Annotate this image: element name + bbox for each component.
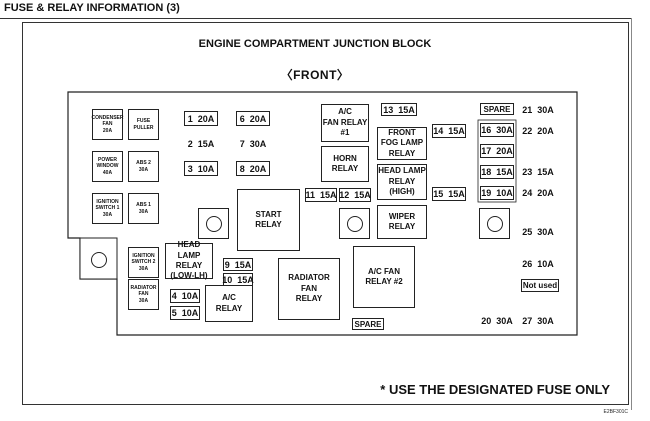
fuse-24: 24 20A: [522, 187, 554, 198]
block-title: ENGINE COMPARTMENT JUNCTION BLOCK: [198, 38, 432, 50]
designated-fuse-note: * USE THE DESIGNATED FUSE ONLY: [380, 382, 610, 397]
fuse-12: 12 15A: [339, 188, 371, 202]
socket-hole: [486, 215, 503, 232]
mounting-hole: [91, 252, 107, 268]
relay-socket: [198, 208, 229, 239]
fuse-10: 10 15A: [222, 273, 254, 286]
fuse-1: 1 20A: [184, 111, 218, 126]
fuse-16: 16 30A: [480, 123, 514, 137]
fuse-17: 17 20A: [480, 144, 514, 158]
fuse-5: 5 10A: [170, 306, 200, 320]
diagram-frame: [22, 22, 629, 405]
fuse-4: 4 10A: [170, 289, 200, 303]
fuse-7: 7 30A: [239, 138, 267, 149]
fuse-8: 8 20A: [236, 161, 270, 176]
fuse-26: 26 10A: [522, 258, 554, 269]
fuse-21: 21 30A: [522, 104, 554, 115]
title-divider: [0, 18, 632, 19]
fuse-3: 3 10A: [184, 161, 218, 176]
fuse-27: 27 30A: [522, 315, 554, 326]
fuse-25: 25 30A: [522, 226, 554, 237]
fuse-19: 19 10A: [480, 186, 514, 200]
fuse-2: 2 15A: [187, 138, 215, 149]
socket-hole: [205, 215, 222, 232]
fuse-11: 11 15A: [305, 188, 337, 202]
fuse-22: 22 20A: [522, 125, 554, 136]
fuse-9: 9 15A: [223, 258, 253, 271]
relay-socket: [479, 208, 510, 239]
fuse-13: 13 15A: [381, 103, 417, 116]
right-divider: [631, 18, 632, 410]
spare-bottom: SPARE: [352, 318, 384, 330]
spare-top: SPARE: [480, 103, 514, 115]
fuse-15: 15 15A: [432, 187, 466, 201]
socket-hole: [346, 215, 363, 232]
fuse-6: 6 20A: [236, 111, 270, 126]
fuse-18: 18 15A: [480, 165, 514, 179]
front-label: 〈FRONT〉: [280, 68, 350, 82]
page-title: FUSE & RELAY INFORMATION (3): [4, 2, 180, 14]
fuse-23: 23 15A: [522, 166, 554, 177]
figure-code: E2BF301C: [603, 409, 628, 415]
fuse-14: 14 15A: [432, 124, 466, 138]
relay-socket: [339, 208, 370, 239]
fuse-20: 20 30A: [481, 315, 513, 326]
not-used-slot: Not used: [521, 279, 559, 292]
